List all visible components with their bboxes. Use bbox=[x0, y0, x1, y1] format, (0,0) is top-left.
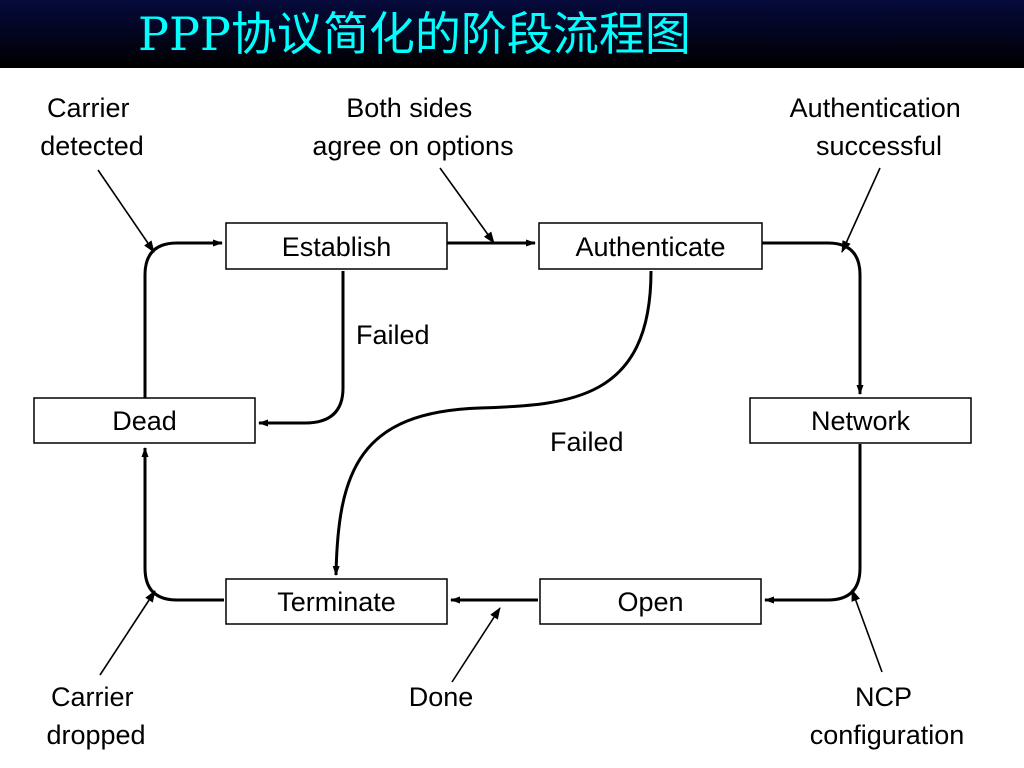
pointer-both-sides-agree bbox=[439, 167, 495, 244]
annot-authentication-successful: Authentication successful bbox=[790, 93, 969, 161]
state-network: Network bbox=[749, 397, 972, 444]
annot-carrier-dropped: Carrier dropped bbox=[46, 682, 145, 750]
state-dead-label: Dead bbox=[112, 406, 177, 436]
pointer-authentication-successful bbox=[841, 167, 881, 253]
ppp-phase-diagram: Establish Authenticate Dead Network Term… bbox=[33, 93, 972, 750]
pointer-ncp-configuration bbox=[851, 589, 883, 673]
annot-failed-establish: Failed bbox=[356, 320, 430, 350]
state-authenticate-label: Authenticate bbox=[575, 232, 725, 262]
state-terminate: Terminate bbox=[225, 578, 448, 625]
state-establish: Establish bbox=[225, 222, 448, 270]
state-establish-label: Establish bbox=[282, 232, 392, 262]
state-open-label: Open bbox=[617, 587, 683, 617]
edge-authenticate-failed-to-terminate bbox=[332, 270, 653, 576]
page-title: PPP协议简化的阶段流程图 bbox=[138, 7, 691, 61]
state-terminate-label: Terminate bbox=[277, 587, 396, 617]
annotation-pointers bbox=[97, 167, 883, 683]
annot-failed-authenticate: Failed bbox=[550, 427, 624, 457]
annot-both-sides-agree: Both sides agree on options bbox=[312, 93, 513, 161]
state-dead: Dead bbox=[33, 397, 256, 444]
state-authenticate: Authenticate bbox=[538, 222, 763, 270]
state-open: Open bbox=[539, 578, 762, 625]
edge-terminate-to-dead bbox=[141, 447, 224, 602]
pointer-carrier-dropped bbox=[99, 590, 156, 676]
pointer-done bbox=[451, 607, 501, 683]
annot-carrier-detected: Carrier detected bbox=[40, 93, 144, 161]
edge-authenticate-to-network bbox=[762, 241, 864, 395]
state-network-label: Network bbox=[811, 406, 911, 436]
pointer-carrier-detected bbox=[97, 169, 155, 253]
edge-network-to-open bbox=[764, 444, 862, 604]
edge-dead-to-establish bbox=[143, 239, 223, 398]
annot-done: Done bbox=[409, 682, 474, 712]
edge-establish-failed-to-dead bbox=[258, 271, 345, 427]
slide-header: PPP协议简化的阶段流程图 bbox=[0, 0, 1024, 68]
annot-ncp-configuration: NCP configuration bbox=[810, 682, 965, 750]
